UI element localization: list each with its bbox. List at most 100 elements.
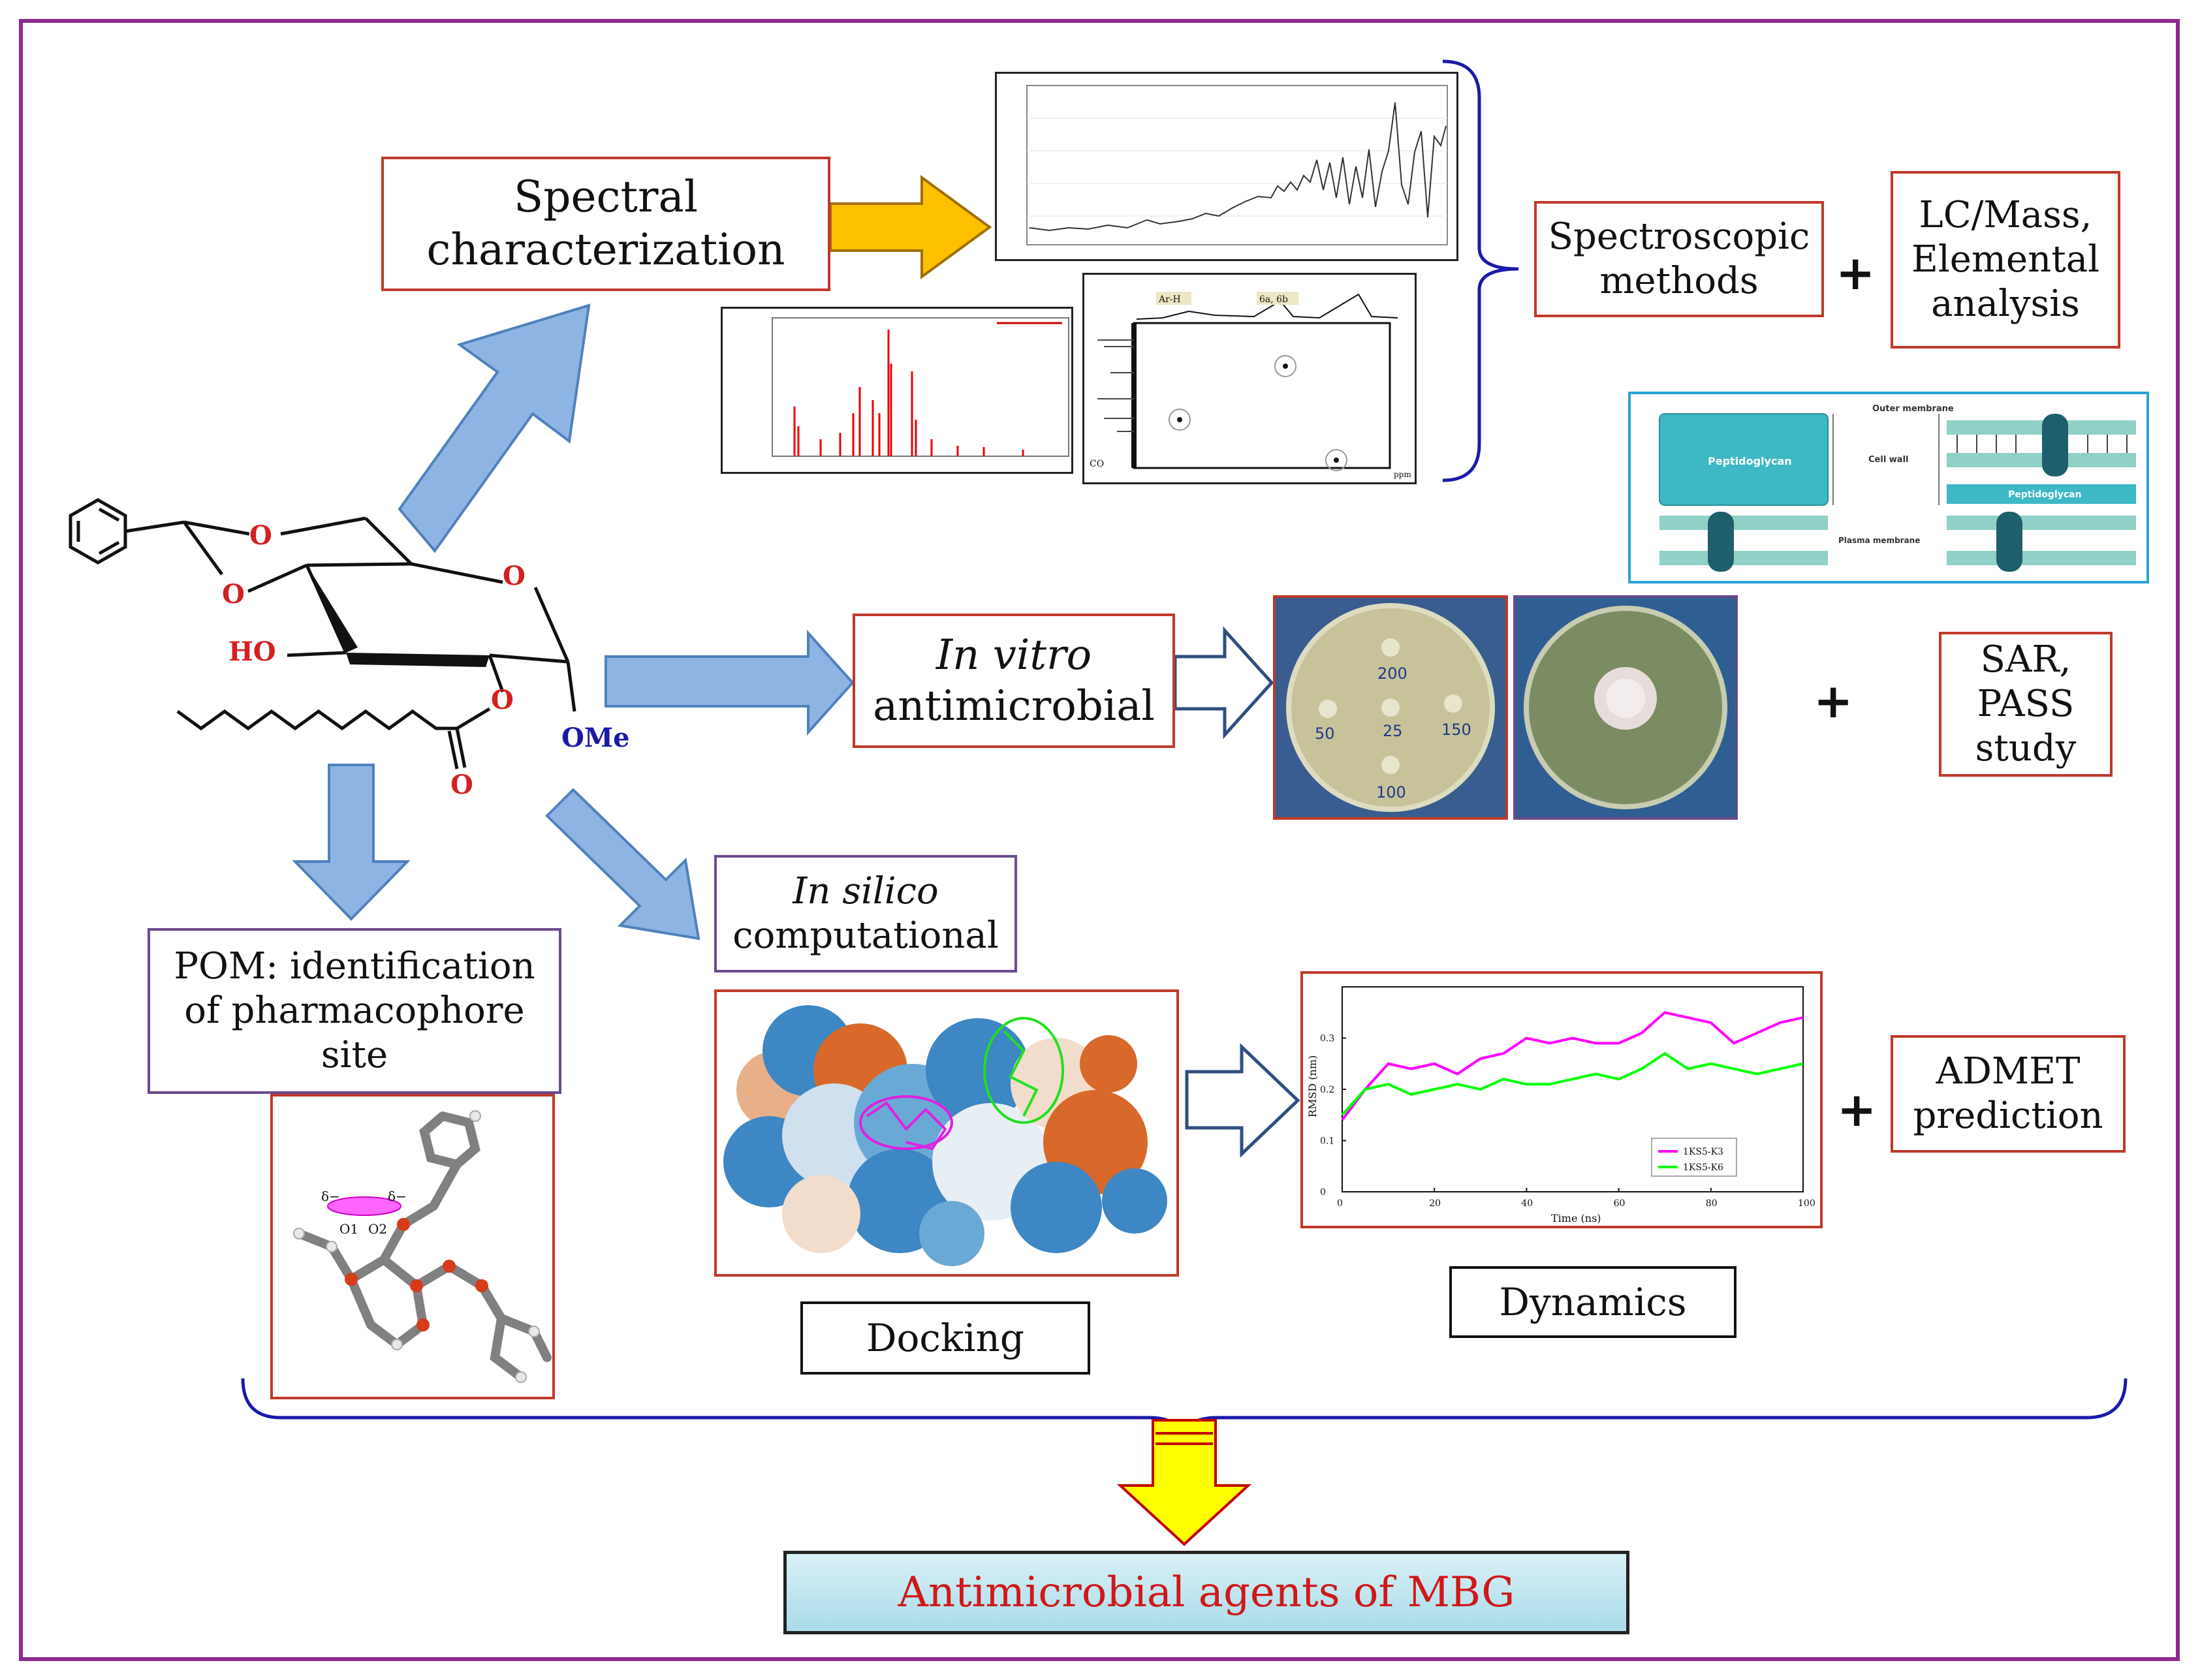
arrow-to-pom — [292, 764, 411, 921]
in-vitro-rest: antimicrobial — [873, 682, 1155, 730]
spectroscopic-line-2: methods — [1599, 260, 1759, 302]
sar-line-1: SAR, — [1980, 638, 2071, 681]
nmr-ppm-label: ppm — [1394, 470, 1411, 479]
nmr-label-b: 6a, 6b — [1259, 294, 1288, 305]
chart-ylabel: RMSD (nm) — [1306, 1055, 1319, 1117]
spectral-line-2: characterization — [426, 225, 785, 275]
spectral-line-1: Spectral — [513, 172, 698, 223]
ir-spectrum-plot — [1026, 85, 1448, 245]
plasma-membrane-label: Plasma membrane — [1838, 536, 1920, 545]
pom-o1: O1 — [339, 1221, 358, 1237]
in-silico-italic: In silico — [793, 869, 939, 912]
mass-spectrum-plot — [772, 317, 1069, 457]
sar-line-3: study — [1975, 727, 2077, 770]
series-line-1KS5-K6 — [1341, 1051, 1804, 1116]
petri-label-100: 100 — [1376, 783, 1406, 801]
spectral-characterization-box: Spectral characterization — [381, 157, 830, 291]
ring-o-4: O — [491, 685, 514, 715]
y-tick-label: 0.1 — [1320, 1136, 1334, 1147]
admet-line-2: prediction — [1913, 1095, 2103, 1137]
outer-membrane-label: Outer membrane — [1872, 404, 1954, 414]
sar-line-2: PASS — [1977, 682, 2075, 725]
legend-label: 1KS5-K3 — [1683, 1147, 1723, 1157]
arrow-to-insilico — [545, 788, 700, 941]
in-silico-rest: computational — [732, 914, 999, 957]
y-tick-label: 0.3 — [1320, 1034, 1334, 1044]
pom-3d-panel: δ− δ− O1 O2 — [270, 1094, 555, 1399]
ring-o-2: O — [222, 579, 245, 610]
chart-xlabel: Time (ns) — [1551, 1212, 1601, 1224]
ring-o-1: O — [249, 520, 272, 551]
hydroxyl-label: HO — [228, 636, 276, 667]
in-silico-box: In silico computational — [714, 855, 1017, 972]
cell-wall-diagram: Peptidoglycan Cell wall Outer membrane P… — [1659, 404, 2136, 572]
pom-line-2: of pharmacophore — [184, 989, 525, 1032]
docking-surface — [717, 992, 1176, 1274]
nmr-2d-plot: Ar-H 6a, 6b CO ppm — [1090, 292, 1411, 479]
plus-sign-2: + — [1814, 674, 1853, 728]
docking-surface-panel — [714, 989, 1179, 1277]
peptidoglycan-left: Peptidoglycan — [1708, 455, 1792, 467]
x-tick-label: 0 — [1337, 1198, 1343, 1209]
nmr-label-a: Ar-H — [1158, 294, 1181, 305]
x-tick-label: 40 — [1521, 1198, 1533, 1209]
lcmass-box: LC/Mass, Elemental analysis — [1891, 171, 2120, 349]
admet-box: ADMET prediction — [1891, 1035, 2126, 1153]
nmr-2d-panel: Ar-H 6a, 6b CO ppm — [1082, 273, 1417, 484]
methoxy-label: OMe — [561, 723, 630, 753]
gold-arrow-to-spectrum — [829, 175, 992, 279]
arrow-to-spectral — [398, 303, 591, 553]
legend-box — [1651, 1138, 1737, 1177]
petri-dish-panel-1: 200 50 25 150 100 — [1273, 595, 1508, 820]
x-tick-label: 20 — [1429, 1198, 1441, 1209]
dynamics-label: Dynamics — [1499, 1279, 1687, 1324]
pom-delta-2: δ− — [388, 1189, 407, 1204]
carbonyl-o: O — [450, 770, 473, 800]
petri-dish-1: 200 50 25 150 100 — [1286, 603, 1495, 812]
spectra-brace — [1442, 59, 1519, 482]
peptidoglycan-right: Peptidoglycan — [2008, 490, 2082, 500]
petri-dish-2 — [1524, 606, 1727, 809]
admet-line-1: ADMET — [1936, 1050, 2081, 1093]
rmsd-chart-panel: 0 20 40 60 80 100 0 0.1 0.2 0.3 Time (ns) RMSD (n… — [1300, 971, 1823, 1228]
final-down-arrow — [1116, 1419, 1252, 1546]
chart-legend: 1KS5-K3 1KS5-K6 — [1651, 1138, 1737, 1177]
petri-label-200: 200 — [1377, 664, 1407, 683]
rmsd-chart: 0 20 40 60 80 100 0 0.1 0.2 0.3 Time (ns) RMSD (n… — [1306, 986, 1815, 1224]
ir-spectrum-panel — [995, 72, 1458, 261]
cell-wall-label: Cell wall — [1868, 455, 1909, 465]
lcmass-line-1: LC/Mass, — [1919, 193, 2092, 236]
docking-label: Docking — [866, 1315, 1025, 1360]
petri-label-50: 50 — [1315, 724, 1335, 743]
petri-label-25: 25 — [1383, 722, 1403, 740]
dynamics-box: Dynamics — [1449, 1266, 1736, 1338]
x-tick-label: 100 — [1798, 1198, 1815, 1209]
hollow-arrow-to-dynamics — [1185, 1043, 1300, 1158]
y-tick-label: 0 — [1320, 1187, 1326, 1198]
cell-wall-panel: Peptidoglycan Cell wall Outer membrane P… — [1628, 392, 2149, 583]
pom-line-3: site — [321, 1034, 388, 1077]
in-vitro-italic: In vitro — [935, 630, 1092, 679]
arrow-to-invitro — [605, 629, 855, 736]
series-line-1KS5-K3 — [1341, 1011, 1804, 1121]
pom-box: POM: identification of pharmacophore sit… — [148, 928, 561, 1094]
sar-pass-box: SAR, PASS study — [1939, 632, 2113, 777]
lcmass-line-2: Elemental — [1911, 238, 2100, 281]
final-result-box: Antimicrobial agents of MBG — [783, 1551, 1629, 1634]
pom-delta-1: δ− — [321, 1189, 340, 1204]
pom-line-1: POM: identification — [174, 944, 535, 988]
mass-spectrum-panel — [721, 307, 1073, 474]
y-tick-label: 0.2 — [1320, 1085, 1334, 1095]
x-tick-label: 80 — [1706, 1198, 1718, 1209]
nmr-co-label: CO — [1090, 459, 1104, 469]
x-tick-label: 60 — [1614, 1198, 1626, 1209]
spectroscopic-line-1: Spectroscopic — [1548, 215, 1810, 258]
plus-sign-1: + — [1836, 245, 1876, 300]
final-result-label: Antimicrobial agents of MBG — [898, 1568, 1515, 1617]
legend-label: 1KS5-K6 — [1683, 1162, 1723, 1173]
petri-dish-panel-2 — [1513, 595, 1738, 820]
